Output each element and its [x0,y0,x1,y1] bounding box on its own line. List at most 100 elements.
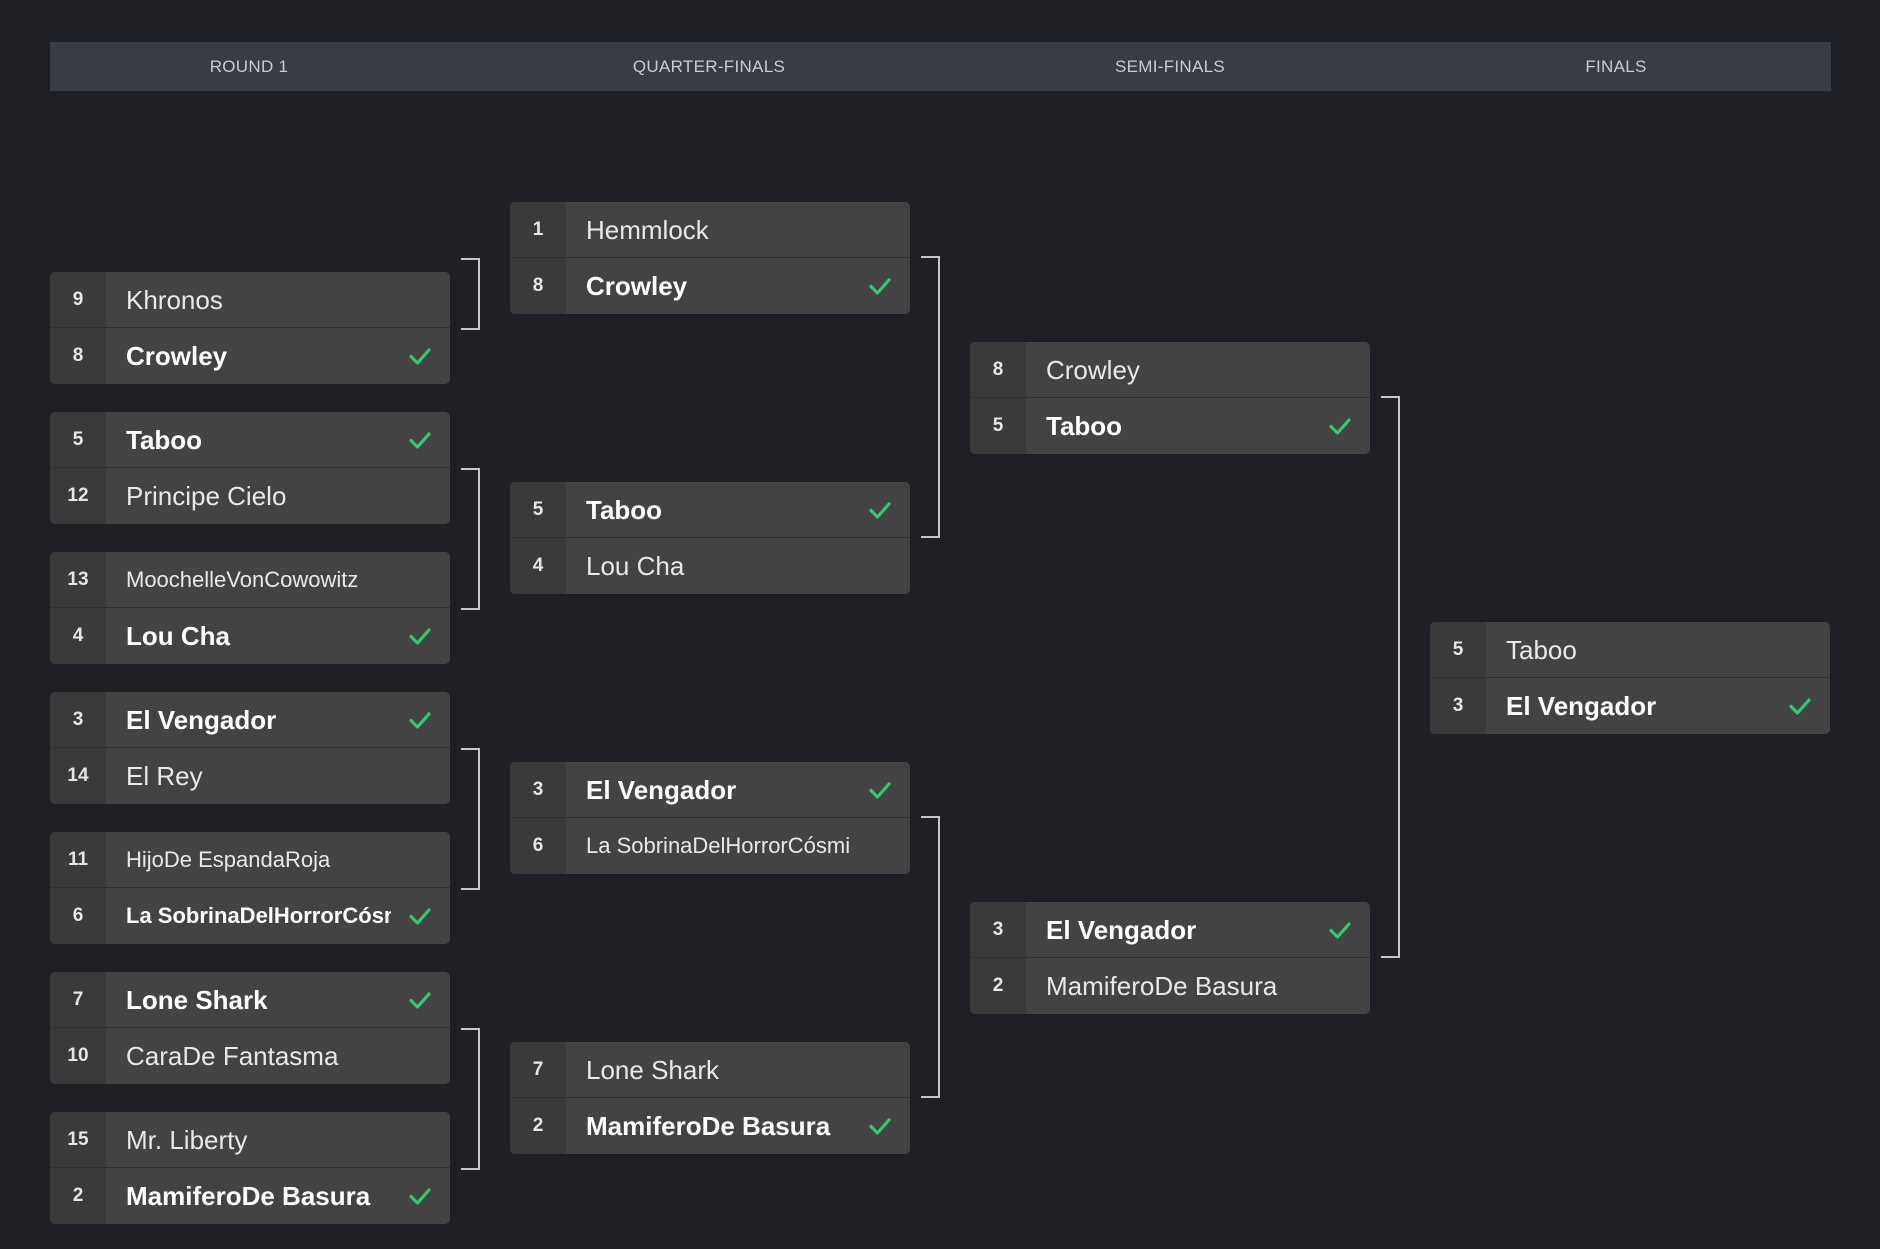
participant-name: Crowley [1046,354,1140,385]
participant-name: Crowley [586,270,688,301]
participant-slot[interactable]: 3 El Vengador [970,902,1370,958]
participant-name: Taboo [1506,634,1577,665]
bracket-connector [461,468,480,610]
seed-number: 3 [1430,678,1486,734]
participant-slot[interactable]: 4 Lou Cha [510,538,910,594]
seed-number: 15 [50,1112,106,1168]
checkmark-icon [406,902,434,930]
participant-slot[interactable]: 13 MoochelleVonCowowitz [50,552,450,608]
checkmark-icon [866,776,894,804]
checkmark-icon [866,272,894,300]
participant-slot[interactable]: 1 Hemmlock [510,202,910,258]
match-card-quarterfinal-2[interactable]: 5 Taboo 4 Lou Cha [510,482,910,594]
checkmark-icon [1326,412,1354,440]
participant-name: Crowley [126,340,228,371]
checkmark-icon [1786,692,1814,720]
seed-number: 5 [510,482,566,538]
participant-name: Taboo [586,494,663,525]
participant-slot[interactable]: 2 MamiferoDe Basura [50,1168,450,1224]
checkmark-icon [406,342,434,370]
seed-number: 10 [50,1028,106,1084]
seed-number: 5 [970,398,1026,454]
bracket-connector [1381,396,1400,958]
match-card-round1-2[interactable]: 5 Taboo 12 Principe Cielo [50,412,450,524]
participant-name: HijoDe EspandaRoja [126,847,331,872]
match-card-final[interactable]: 5 Taboo 3 El Vengador [1430,622,1830,734]
checkmark-icon [406,622,434,650]
seed-number: 8 [510,258,566,314]
participant-name: El Vengador [1506,690,1657,721]
participant-slot[interactable]: 3 El Vengador [1430,678,1830,734]
participant-name: CaraDe Fantasma [126,1040,339,1071]
match-card-round1-7[interactable]: 15 Mr. Liberty 2 MamiferoDe Basura [50,1112,450,1224]
participant-slot[interactable]: 8 Crowley [510,258,910,314]
bracket-connector [461,1028,480,1170]
participant-slot[interactable]: 5 Taboo [1430,622,1830,678]
participant-name: El Vengador [1046,914,1197,945]
participant-slot[interactable]: 12 Principe Cielo [50,468,450,524]
checkmark-icon [866,1112,894,1140]
round-label-round-1: ROUND 1 [209,57,289,76]
round-label-quarter-finals: QUARTER-FINALS [632,57,786,76]
participant-name: Lone Shark [586,1054,719,1085]
participant-slot[interactable]: 7 Lone Shark [510,1042,910,1098]
participant-slot[interactable]: 5 Taboo [510,482,910,538]
bracket-connector [461,258,480,330]
seed-number: 9 [50,272,106,328]
seed-number: 4 [510,538,566,594]
match-card-quarterfinal-1[interactable]: 1 Hemmlock 8 Crowley [510,202,910,314]
participant-name: MoochelleVonCowowitz [126,567,359,592]
seed-number: 1 [510,202,566,258]
participant-slot[interactable]: 8 Crowley [970,342,1370,398]
seed-number: 2 [50,1168,106,1224]
seed-number: 3 [970,902,1026,958]
seed-number: 14 [50,748,106,804]
participant-slot[interactable]: 5 Taboo [50,412,450,468]
round-header-bar: ROUND 1 QUARTER-FINALS SEMI-FINALS FINAL… [50,42,1831,91]
seed-number: 2 [970,958,1026,1014]
participant-name: Lou Cha [126,620,230,651]
participant-name: Mr. Liberty [126,1124,248,1155]
seed-number: 13 [50,552,106,608]
participant-name: Principe Cielo [126,480,287,511]
participant-name: MamiferoDe Basura [126,1180,371,1211]
participant-name: El Vengador [126,704,277,735]
bracket-connector [461,748,480,890]
seed-number: 6 [510,818,566,874]
seed-number: 8 [970,342,1026,398]
seed-number: 5 [1430,622,1486,678]
checkmark-icon [406,1182,434,1210]
participant-name: Taboo [126,424,203,455]
seed-number: 12 [50,468,106,524]
participant-name: Hemmlock [586,214,709,245]
seed-number: 5 [50,412,106,468]
participant-name: Lou Cha [586,550,685,581]
participant-slot[interactable]: 15 Mr. Liberty [50,1112,450,1168]
seed-number: 7 [510,1042,566,1098]
participant-name: El Vengador [586,774,737,805]
participant-slot[interactable]: 6La SobrinaDelHorrorCósmico [50,888,450,944]
checkmark-icon [406,706,434,734]
participant-slot[interactable]: 10 CaraDe Fantasma [50,1028,450,1084]
